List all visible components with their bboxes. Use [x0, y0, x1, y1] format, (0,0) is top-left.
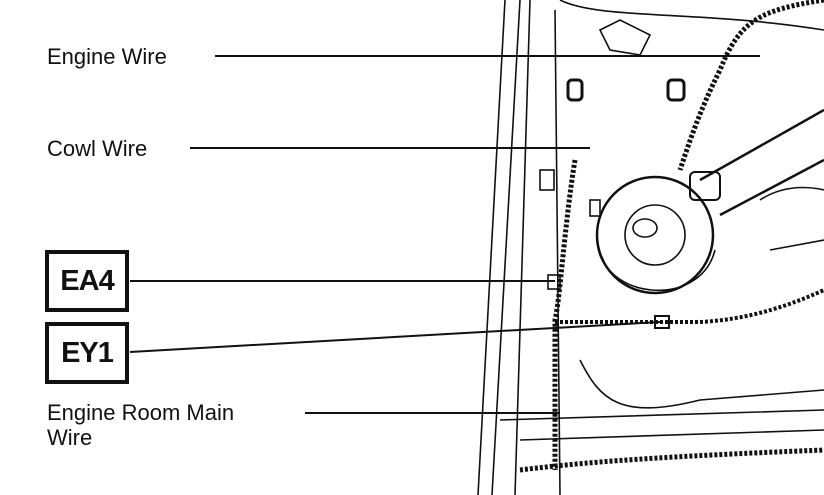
connector	[589, 199, 601, 217]
connector	[654, 315, 670, 329]
connector	[547, 274, 561, 290]
lower-harness	[519, 447, 824, 473]
cowl-wire-harness	[552, 159, 578, 470]
fender-outline	[477, 0, 531, 495]
booster	[595, 175, 715, 295]
firewall-outline	[554, 0, 824, 495]
connector	[666, 78, 686, 102]
engine-room-main-wire-label-line2: Wire	[47, 425, 93, 450]
main-wire-harness	[555, 288, 824, 324]
engine-contour	[499, 186, 824, 441]
connector	[539, 169, 555, 191]
engine-room-main-wire-label-line1: Engine Room Main	[47, 400, 235, 425]
bracket	[598, 19, 652, 56]
connector-code-ea4: EA4	[45, 250, 129, 312]
cowl-wire-label: Cowl Wire	[47, 136, 148, 161]
booster-inner	[624, 204, 686, 266]
engine-wire-label: Engine Wire	[47, 44, 167, 69]
leader-ey1	[129, 321, 661, 353]
booster-center	[632, 218, 658, 238]
connector	[566, 78, 584, 102]
connector-code-ey1: EY1	[45, 322, 129, 384]
connector	[689, 171, 721, 201]
booster-body	[596, 239, 716, 292]
air-tube	[699, 108, 824, 217]
engine-wire-harness	[677, 0, 824, 171]
